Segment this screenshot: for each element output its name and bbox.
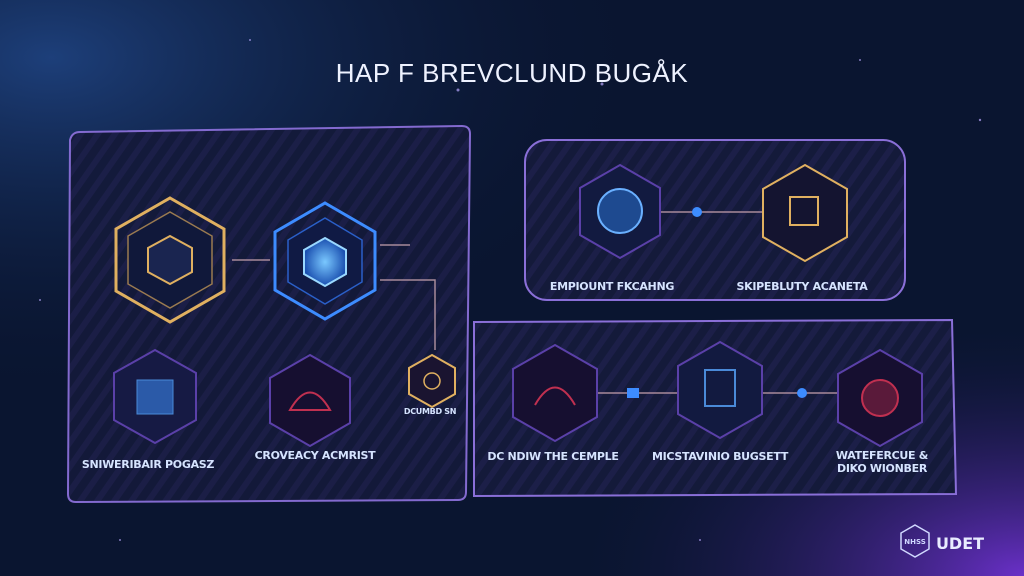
small-hexagon-icon[interactable] [408,353,456,409]
stars [39,39,982,541]
left-panel: SNIWERIBAIR POGASZ CROVEACY ACMRIST DCUM… [66,124,472,504]
compass-hexagon-icon[interactable] [512,343,598,443]
logo-badge: NHSS [904,538,926,546]
bottom-right-panel: DC NDIW THE CEMPLE MICSTAVINIO BUGSETT W… [473,318,958,498]
top-right-panel: EMPIOUNT FKCAHNG SKIPEBLUTY ACANETA [524,139,906,301]
document-hexagon-icon[interactable] [762,163,848,263]
node-label: WATEFERCUE & [836,449,929,462]
globe-hexagon-icon[interactable] [579,163,661,260]
cube-hexagon-icon[interactable] [113,348,197,445]
node-label: DIKO WIONBER [837,462,928,475]
blue-hexagon-icon[interactable] [273,201,377,321]
node-label: MICSTAVINIO BUGSETT [652,450,789,463]
gold-hexagon-icon[interactable] [114,196,226,324]
node-label: DC NDIW THE CEMPLE [487,450,618,463]
brain-hexagon-icon[interactable] [837,348,923,448]
dome-hexagon-icon[interactable] [269,353,351,448]
page-title: HAP F BREVCLUND BUGÅK [336,58,689,88]
node-label: SNIWERIBAIR POGASZ [82,458,214,471]
node-label: CROVEACY ACMRIST [255,449,377,462]
logo-text: UDET [936,534,984,553]
node-label: EMPIOUNT FKCAHNG [550,280,674,293]
brand-logo: NHSS UDET [900,524,984,558]
device-hexagon-icon[interactable] [677,340,763,440]
connector-lines [232,244,436,350]
node-label: DCUMBD SN [404,407,456,416]
node-label: SKIPEBLUTY ACANETA [737,280,869,293]
